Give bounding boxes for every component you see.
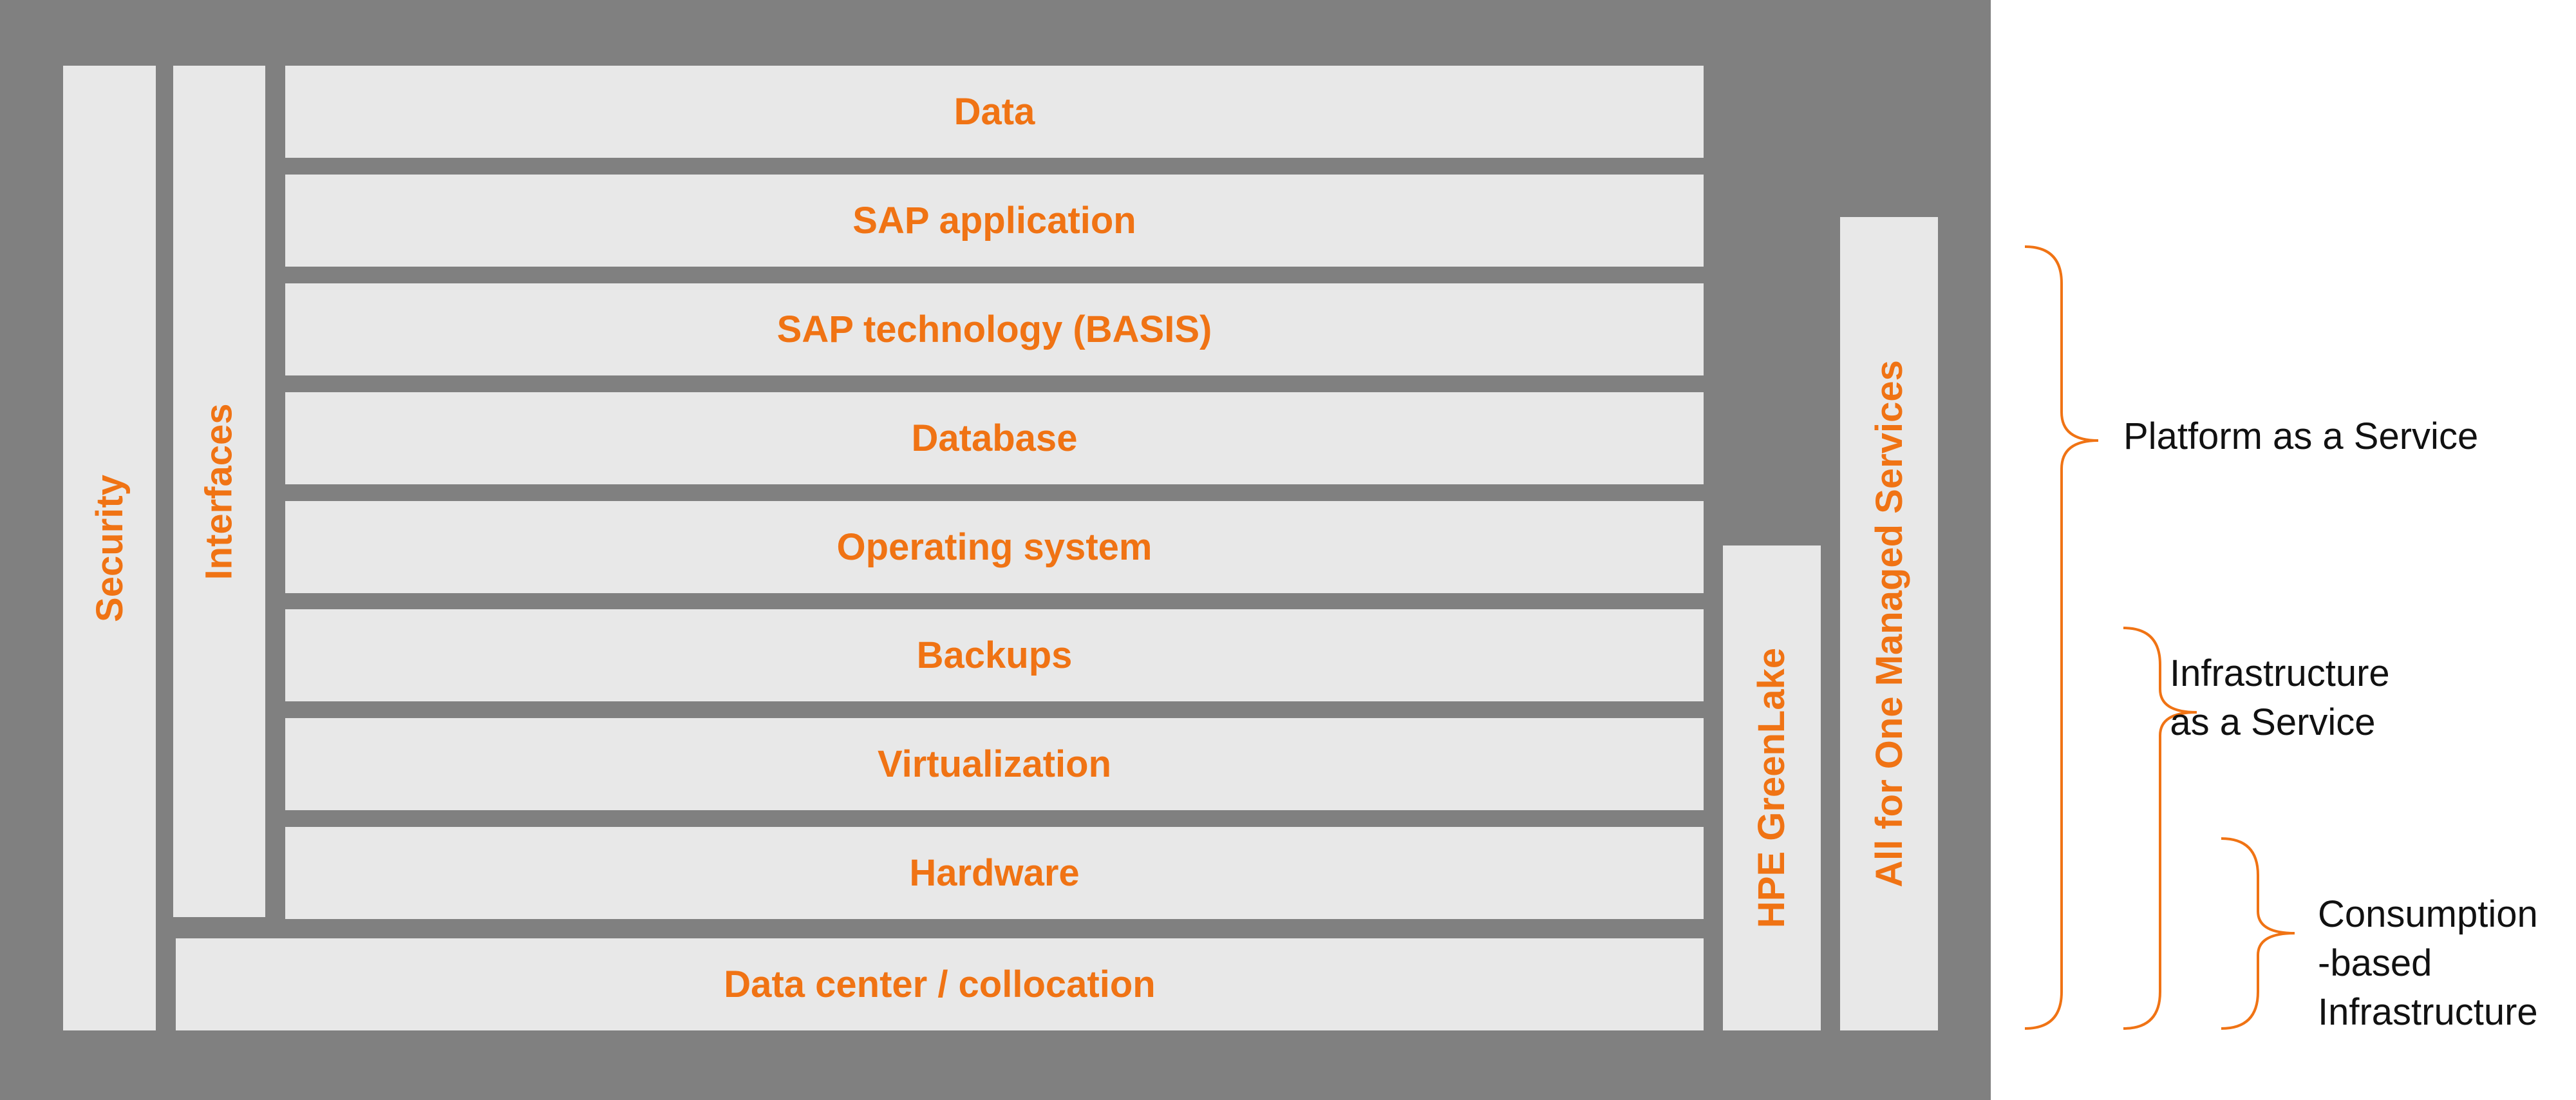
paas-label: Platform as a Service (2123, 412, 2478, 461)
layer-datacenter-label: Data center / collocation (724, 963, 1156, 1005)
layer-database: Database (285, 392, 1704, 484)
layer-data-label: Data (954, 91, 1035, 133)
layer-backups-label: Backups (916, 634, 1073, 676)
layer-operating-system-label: Operating system (836, 526, 1152, 568)
layer-database-label: Database (911, 417, 1078, 459)
layer-virtualization-label: Virtualization (877, 743, 1112, 785)
layer-data: Data (285, 66, 1704, 158)
cbi-label-line3: Infrastructure (2318, 991, 2538, 1033)
paas-label-text: Platform as a Service (2123, 415, 2479, 457)
security-column: Security (63, 66, 156, 1030)
layer-operating-system: Operating system (285, 501, 1704, 593)
layer-hardware-label: Hardware (909, 852, 1080, 894)
cbi-label: Consumption -based Infrastructure (2318, 890, 2538, 1037)
layer-sap-technology-label: SAP technology (BASIS) (776, 308, 1212, 350)
cbi-brace (2221, 837, 2295, 1030)
layer-sap-technology: SAP technology (BASIS) (285, 283, 1704, 375)
layer-virtualization: Virtualization (285, 718, 1704, 810)
greenlake-column: HPE GreenLake (1723, 545, 1821, 1030)
architecture-panel: Security Interfaces Data SAP application… (0, 0, 1991, 1100)
layer-hardware: Hardware (285, 827, 1704, 919)
interfaces-column: Interfaces (173, 66, 265, 917)
cbi-label-line2: -based (2318, 942, 2432, 984)
layer-sap-application-label: SAP application (852, 200, 1136, 242)
layer-sap-application: SAP application (285, 175, 1704, 267)
paas-brace (2024, 245, 2099, 1030)
iaas-label: Infrastructure as a Service (2170, 649, 2390, 747)
iaas-brace (2123, 627, 2197, 1030)
layer-backups: Backups (285, 609, 1704, 701)
cbi-label-line1: Consumption (2318, 893, 2538, 935)
iaas-label-line1: Infrastructure (2170, 652, 2390, 694)
iaas-label-line2: as a Service (2170, 701, 2376, 743)
managed-services-column: All for One Managed Services (1840, 217, 1938, 1030)
layer-datacenter: Data center / collocation (176, 938, 1704, 1030)
